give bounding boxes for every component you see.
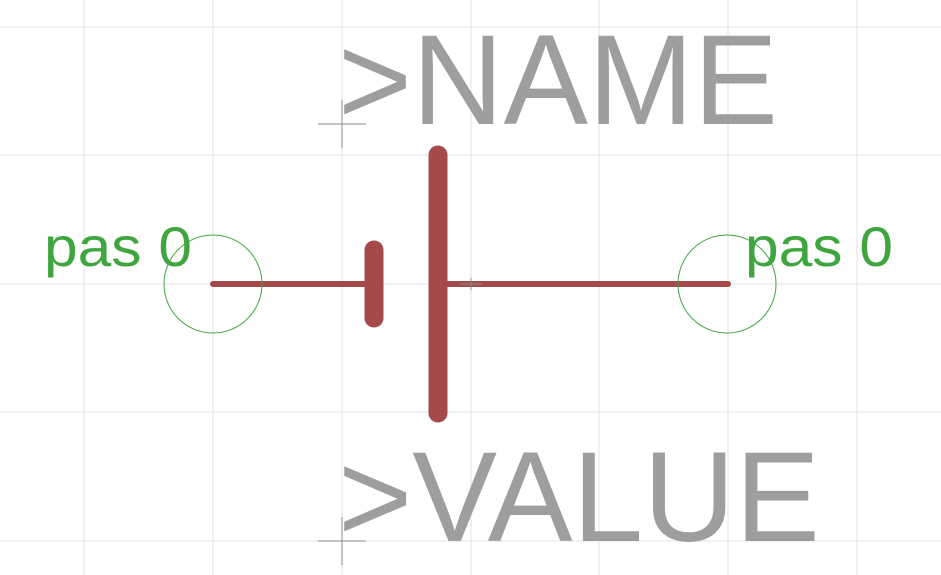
left-pin-label: pas 0 <box>44 215 192 278</box>
value-placeholder-text[interactable]: >VALUE <box>338 426 820 569</box>
name-placeholder-text[interactable]: >NAME <box>338 9 778 152</box>
name-origin-cross <box>318 100 366 148</box>
value-origin-cross <box>318 517 366 565</box>
right-pin-label: pas 0 <box>745 215 893 278</box>
right-pin-connection[interactable] <box>677 234 777 334</box>
left-pin-connection[interactable] <box>163 234 263 334</box>
symbol-origin-cross <box>460 278 482 290</box>
battery-symbol[interactable] <box>210 145 731 423</box>
